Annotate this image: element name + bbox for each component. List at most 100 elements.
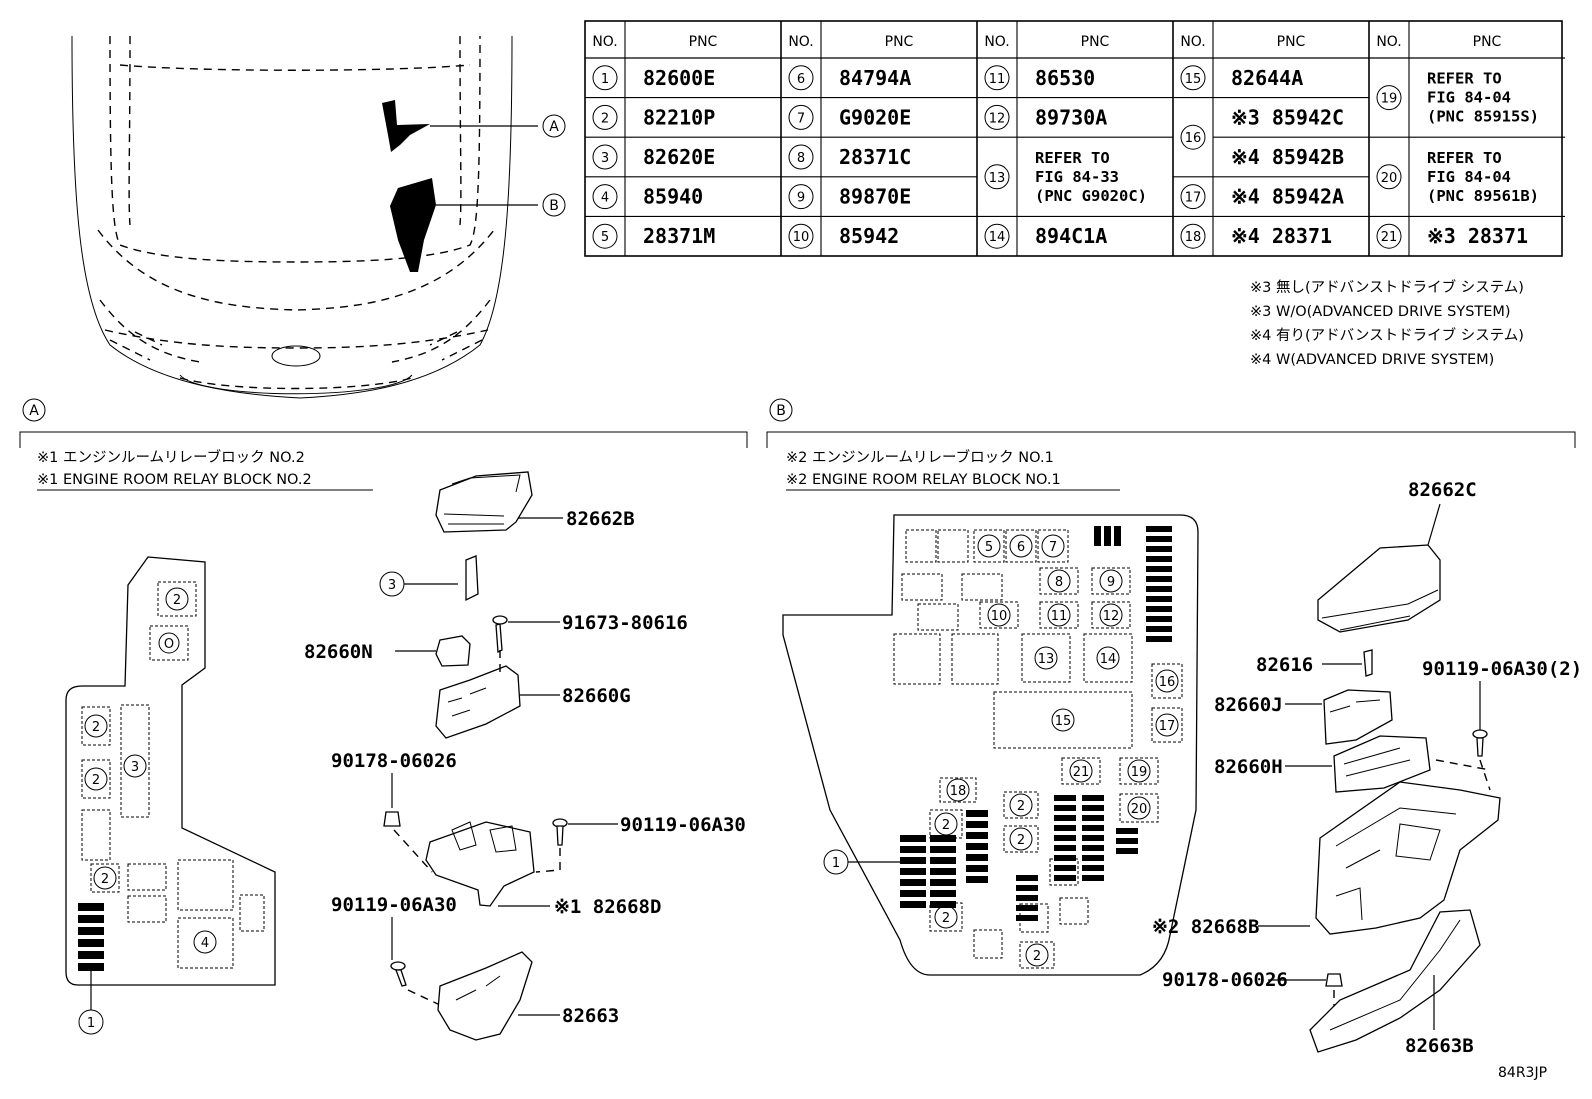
table-pnc-14: 894C1A xyxy=(1035,224,1107,248)
table-pnc-5: 28371M xyxy=(643,224,715,248)
table-no-9: 9 xyxy=(797,191,805,206)
table-ref-19-1: FIG 84-04 xyxy=(1427,89,1511,107)
part-82616 xyxy=(1363,649,1373,677)
block-b-slot-9-circle xyxy=(1096,646,1120,670)
part-82663 xyxy=(437,951,533,1041)
table-header-no: NO. xyxy=(1376,34,1401,50)
vehicle-overview: A B xyxy=(71,35,566,399)
callout-a-label: A xyxy=(549,119,559,135)
table-header-pnc: PNC xyxy=(1473,34,1502,50)
fuse-grid xyxy=(900,526,1172,921)
block-b-slot-18: 20 xyxy=(1131,802,1148,817)
block-b-slot-19: 2 xyxy=(1017,833,1025,848)
table-no-15-circle xyxy=(1180,65,1206,91)
label-90119-06a30-2: 90119-06A30(2) xyxy=(1422,658,1582,680)
table-no-9-circle xyxy=(788,184,814,210)
part-3-relay xyxy=(465,555,479,602)
note-1: ※3 無し(アドバンストドライブ システム) xyxy=(1250,278,1524,296)
table-no-5: 5 xyxy=(601,230,609,245)
table-header-pnc: PNC xyxy=(1081,34,1110,50)
table-pnc-15: 82644A xyxy=(1231,66,1303,90)
section-a: A ※1 エンジンルームリレーブロック NO.2 ※1 ENGINE ROOM … xyxy=(19,398,748,1041)
table-header-no: NO. xyxy=(984,34,1009,50)
note-4: ※4 W(ADVANCED DRIVE SYSTEM) xyxy=(1250,352,1494,368)
footnotes: ※3 無し(アドバンストドライブ システム) ※3 W/O(ADVANCED D… xyxy=(1250,278,1524,368)
block-b-slot-14-circle xyxy=(1127,759,1151,783)
label-90178-06026-b: 90178-06026 xyxy=(1162,969,1288,991)
part-82660g xyxy=(435,665,521,739)
block-a-slot-2b: 2 xyxy=(92,720,100,735)
block-b-slot-9: 14 xyxy=(1100,652,1117,667)
block-b-slot-3-circle xyxy=(1047,569,1071,593)
block-b-slot-15-circle xyxy=(946,778,970,802)
table-no-4: 4 xyxy=(601,191,609,206)
part-82660n xyxy=(435,635,471,667)
block-b-slot-2-circle xyxy=(1041,534,1065,558)
block-b-slot-12-circle xyxy=(1155,713,1179,737)
block-b-slot-6-circle xyxy=(1047,603,1071,627)
label-82662c: 82662C xyxy=(1408,479,1477,501)
block-b-slot-8-circle xyxy=(1034,646,1058,670)
table-pnc-18: ※4 28371 xyxy=(1231,224,1332,248)
callout-1-b xyxy=(823,849,849,875)
section-b-label: B xyxy=(776,403,786,419)
block-b-slot-13: 21 xyxy=(1073,765,1090,780)
table-ref-13-2: (PNC G9020C) xyxy=(1035,187,1147,205)
table-no-12-circle xyxy=(984,104,1010,130)
table-pnc-4: 85940 xyxy=(643,185,703,209)
block-b-slot-14: 19 xyxy=(1131,765,1148,780)
table-no-2-circle xyxy=(592,104,618,130)
part-82668b xyxy=(1315,781,1501,935)
table-no-4-circle xyxy=(592,184,618,210)
block-b-slot-1: 6 xyxy=(1017,540,1025,555)
block-b-slot-7-circle xyxy=(1099,603,1123,627)
section-a-title-en: ※1 ENGINE ROOM RELAY BLOCK NO.2 xyxy=(37,472,312,488)
block-a-slot-4: 4 xyxy=(201,936,209,951)
block-b-slot-4-circle xyxy=(1099,569,1123,593)
label-82660n: 82660N xyxy=(304,641,373,663)
label-90178-06026-a: 90178-06026 xyxy=(331,750,457,772)
part-82663b xyxy=(1309,909,1481,1053)
part-82660h xyxy=(1333,735,1431,793)
table-ref-19-2: (PNC 85915S) xyxy=(1427,108,1539,126)
table-no-8-circle xyxy=(788,144,814,170)
table-no-1-circle xyxy=(592,65,618,91)
note-3: ※4 有り(アドバンストドライブ システム) xyxy=(1250,326,1524,344)
block-a-slot-2c: 2 xyxy=(92,773,100,788)
table-no-19: 19 xyxy=(1381,92,1398,107)
table-no-2: 2 xyxy=(601,111,609,126)
block-b-slot-4: 9 xyxy=(1107,575,1115,590)
part-82668d xyxy=(425,821,535,907)
table-ref-13-1: FIG 84-33 xyxy=(1035,168,1119,186)
relay-block-no1-location xyxy=(390,178,436,272)
table-header-no: NO. xyxy=(592,34,617,50)
relay-block-no2-location xyxy=(382,100,430,152)
section-b: B ※2 エンジンルームリレーブロック NO.1 ※2 ENGINE ROOM … xyxy=(766,398,1582,1057)
block-b-slot-5: 10 xyxy=(991,609,1008,624)
table-no-21-circle xyxy=(1376,223,1402,249)
table-no-3: 3 xyxy=(601,151,609,166)
table-header-pnc: PNC xyxy=(885,34,914,50)
label-82616: 82616 xyxy=(1256,654,1313,676)
table-no-17: 17 xyxy=(1185,191,1202,206)
table-no-11-circle xyxy=(984,65,1010,91)
block-b-slot-17: 2 xyxy=(1017,799,1025,814)
table-no-10: 10 xyxy=(793,230,810,245)
table-no-8: 8 xyxy=(797,151,805,166)
label-90119-06a30-a2: 90119-06A30 xyxy=(331,894,457,916)
block-b-slot-10: 15 xyxy=(1055,714,1072,729)
table-ref-13-0: REFER TO xyxy=(1035,149,1110,167)
block-b-slot-15: 18 xyxy=(950,784,967,799)
label-82662b: 82662B xyxy=(566,508,635,530)
block-b-slot-6: 11 xyxy=(1051,609,1068,624)
table-no-14-circle xyxy=(984,223,1010,249)
label-82668b: ※2 82668B xyxy=(1152,916,1259,938)
table-ref-20-2: (PNC 89561B) xyxy=(1427,187,1539,205)
label-82660g: 82660G xyxy=(562,685,631,707)
table-pnc-1: 82600E xyxy=(643,66,715,90)
table-ref-20-0: REFER TO xyxy=(1427,149,1502,167)
table-no-1: 1 xyxy=(601,72,609,87)
table-ref-19-0: REFER TO xyxy=(1427,70,1502,88)
